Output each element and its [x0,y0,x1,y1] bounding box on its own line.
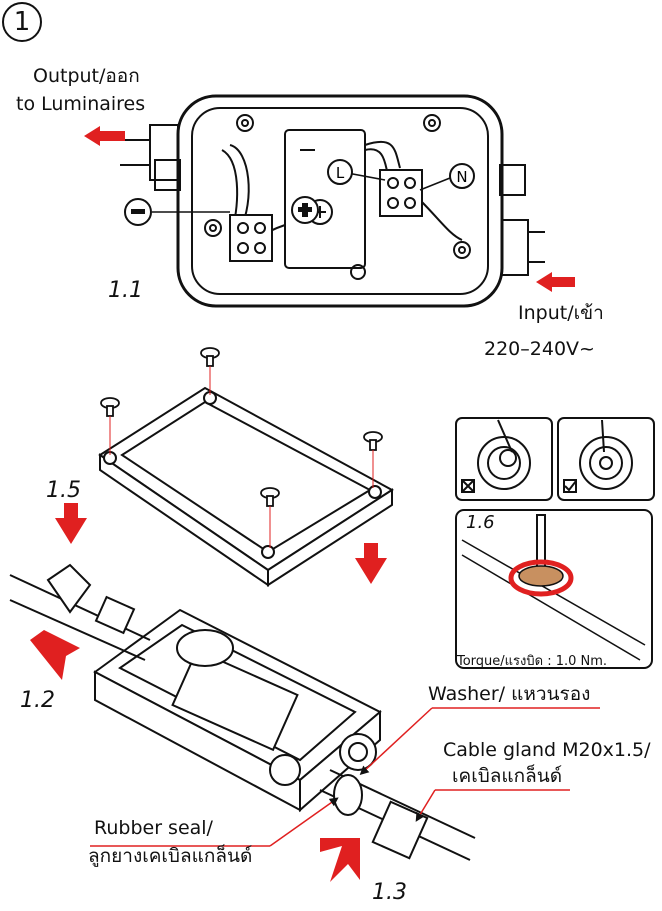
input-label-line2: 220–240V~ [484,338,595,360]
output-red-arrow [84,126,125,146]
junction-box-assembled [93,608,382,813]
right-cable-and-gland [319,769,476,861]
output-label-line2: to Luminaires [16,93,146,115]
screw-guide-lines [109,366,374,548]
gland-red-arrows [30,503,360,882]
lid-down-red-arrow [355,543,387,584]
minus-terminal-callout [124,198,152,226]
torque-spec: Torque/แรงบิด : 1.0 Nm. [457,654,608,669]
output-label-line1: Output/ออก [33,65,140,87]
junction-box-top-view [120,94,545,308]
input-red-arrow [536,272,575,292]
rubber-seal-label-line2: ลูกยางเคเบิลแกล็นด์ [88,845,253,867]
plus-terminal-callout [291,196,319,224]
neutral-terminal-callout: N [449,163,475,189]
neutral-terminal-label: N [456,168,467,186]
step-1-5: 1.5 [46,478,81,503]
live-terminal-label: L [336,164,345,182]
torque-detail-panel [455,509,653,669]
step-1-1: 1.1 [108,278,143,303]
washer-label: Washer/ แหวนรอง [428,683,591,705]
step-1-2: 1.2 [20,688,55,713]
gland-comparison-panels [455,417,655,501]
rubber-seal-label-line1: Rubber seal/ [94,817,213,839]
lid-screws [100,347,383,507]
cable-gland-label-line2: เคเบิลแกล็นด์ [452,765,563,787]
cable-gland-label-line1: Cable gland M20x1.5/ [443,739,651,761]
step-1-6: 1.6 [466,512,495,533]
live-terminal-callout: L [327,159,353,185]
left-cable-and-gland [9,563,151,661]
step-1-3: 1.3 [372,880,407,905]
step-number-badge: 1 [2,2,42,42]
box-lid [98,386,394,587]
input-label-line1: Input/เข้า [518,302,604,324]
callout-leader-lines [90,707,600,847]
